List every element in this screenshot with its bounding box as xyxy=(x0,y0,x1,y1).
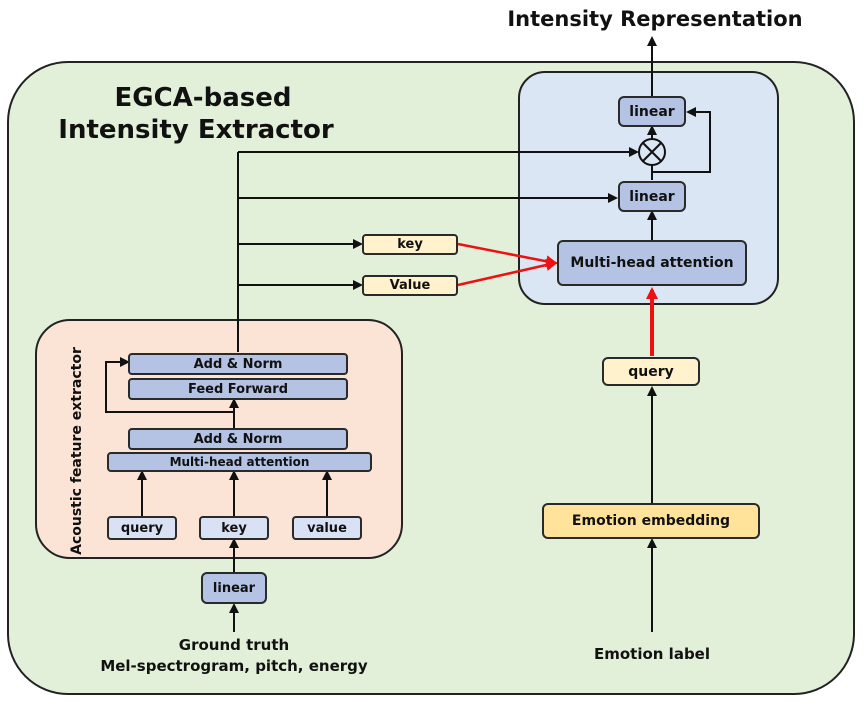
extractor-title-line1: EGCA-based xyxy=(114,83,292,113)
emotion-embedding-box: Emotion embedding xyxy=(542,503,760,539)
feedforward-residual-arrow xyxy=(105,357,234,413)
acoustic-feed-forward: Feed Forward xyxy=(128,378,348,400)
acoustic-key-box: key xyxy=(199,516,269,540)
attention-linear: linear xyxy=(618,181,686,212)
diagram-title: Intensity Representation xyxy=(507,7,803,31)
input-label-line1: Ground truth xyxy=(178,636,290,654)
extractor-title-line2: Intensity Extractor xyxy=(58,115,334,145)
acoustic-value-box: value xyxy=(292,516,362,540)
value-to-attention-arrow xyxy=(457,259,558,287)
side-key-box: key xyxy=(362,234,458,255)
attention-multi-head-attention: Multi-head attention xyxy=(557,240,747,286)
attention-output-linear: linear xyxy=(618,96,686,127)
multiply-node xyxy=(638,138,666,166)
emotion-label-text: Emotion label xyxy=(593,645,710,663)
acoustic-query-box: query xyxy=(107,516,177,540)
acoustic-add-norm-bottom: Add & Norm xyxy=(128,428,348,450)
residual-skip-arrow xyxy=(652,107,711,173)
input-label-line2: Mel-spectrogram, pitch, energy xyxy=(100,657,368,675)
acoustic-add-norm-top: Add & Norm xyxy=(128,353,348,375)
input-linear-box: linear xyxy=(201,572,267,604)
side-value-box: Value xyxy=(362,275,458,296)
key-to-attention-arrow xyxy=(457,242,558,268)
emotion-query-box: query xyxy=(602,357,700,386)
acoustic-multi-head-attention: Multi-head attention xyxy=(107,452,372,472)
acoustic-module-label: Acoustic feature extractor xyxy=(69,347,85,555)
